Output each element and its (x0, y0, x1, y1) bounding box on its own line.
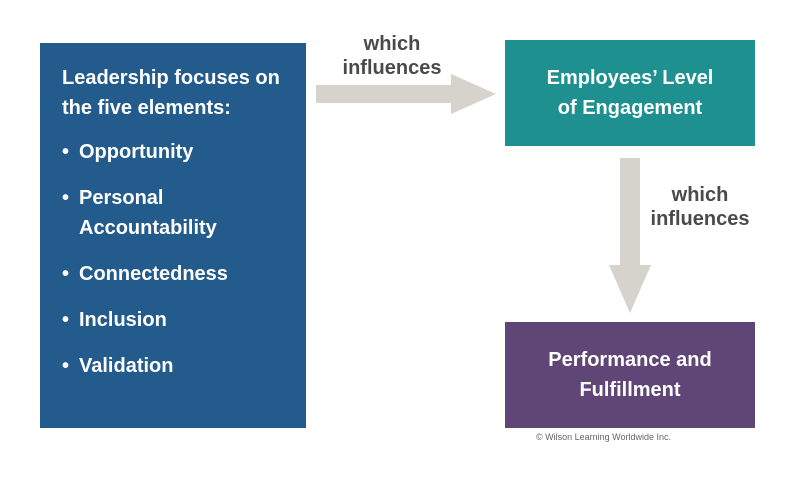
connector-label-1: which influences (342, 33, 442, 79)
bullet-icon: • (62, 263, 70, 285)
connector-label-2: which influences (650, 184, 750, 230)
copyright-notice: © Wilson Learning Worldwide Inc. (536, 432, 672, 442)
element-connectedness: • Connectedness (62, 259, 284, 289)
bullet-icon: • (62, 141, 70, 163)
element-validation: • Validation (62, 351, 284, 381)
down-arrow (609, 158, 651, 313)
leadership-title: Leadership focuses on the five elements: (62, 67, 280, 119)
bullet-icon: • (62, 187, 70, 209)
element-inclusion: • Inclusion (62, 305, 284, 335)
engagement-box: Employees’ Level of Engagement (505, 40, 755, 146)
leadership-box: Leadership focuses on the five elements:… (40, 43, 306, 428)
bullet-icon: • (62, 355, 70, 377)
element-personal-accountability: • Personal Accountability (62, 183, 284, 243)
element-opportunity: • Opportunity (62, 137, 284, 167)
performance-box: Performance and Fulfillment (505, 322, 755, 428)
elements-list: • Opportunity • Personal Accountability … (62, 137, 284, 381)
bullet-icon: • (62, 309, 70, 331)
right-arrow (316, 74, 496, 114)
